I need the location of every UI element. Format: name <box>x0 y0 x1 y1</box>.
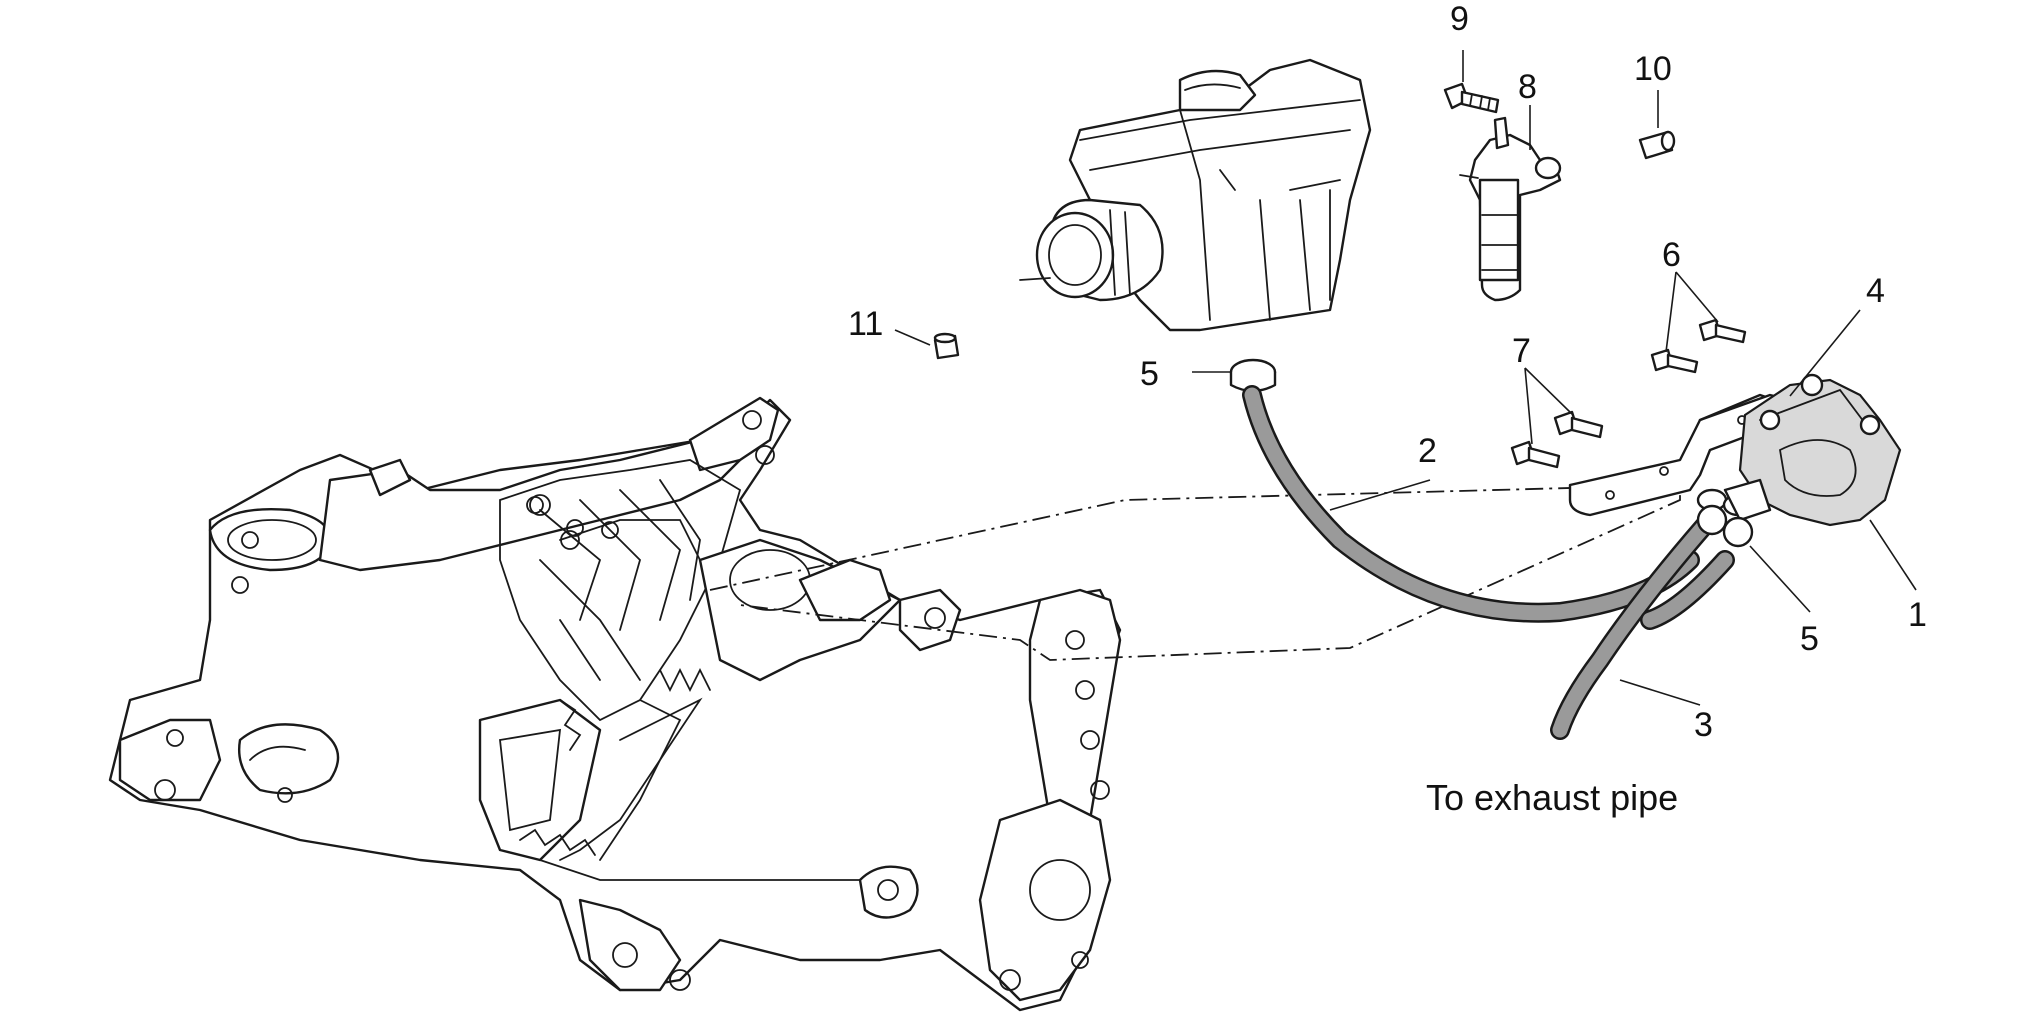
part-8-valve <box>1459 116 1562 302</box>
part-2-hose <box>1242 385 1700 623</box>
part-5-clamps-lower <box>1696 504 1754 548</box>
callout-8: 8 <box>1518 68 1537 106</box>
callout-5-upper: 5 <box>1140 355 1159 393</box>
part-9-bolt <box>1443 82 1500 114</box>
part-6-bolts <box>1650 318 1747 374</box>
callout-7: 7 <box>1512 332 1531 370</box>
part-5-clamp-upper <box>1229 358 1277 393</box>
callout-2: 2 <box>1418 432 1437 470</box>
motorcycle-frame <box>108 396 1122 1012</box>
callout-4: 4 <box>1866 272 1885 310</box>
exhaust-pipe-caption: To exhaust pipe <box>1426 777 1678 818</box>
callout-5-lower: 5 <box>1800 620 1819 658</box>
callout-6: 6 <box>1662 236 1681 274</box>
callout-11: 11 <box>848 305 883 343</box>
callout-10: 10 <box>1634 50 1672 88</box>
dash-dot-reference-line <box>709 484 1681 661</box>
part-1-cover <box>1696 373 1902 527</box>
part-3-hose <box>1550 515 1735 740</box>
part-7-bolts <box>1510 410 1604 469</box>
part-10-bushing <box>1638 130 1676 160</box>
leader-lines <box>894 50 1917 706</box>
part-11-cap <box>933 332 960 360</box>
air-box-housing <box>1019 58 1372 332</box>
callout-1: 1 <box>1908 596 1927 634</box>
callout-9: 9 <box>1450 0 1469 38</box>
callout-3: 3 <box>1694 706 1713 744</box>
